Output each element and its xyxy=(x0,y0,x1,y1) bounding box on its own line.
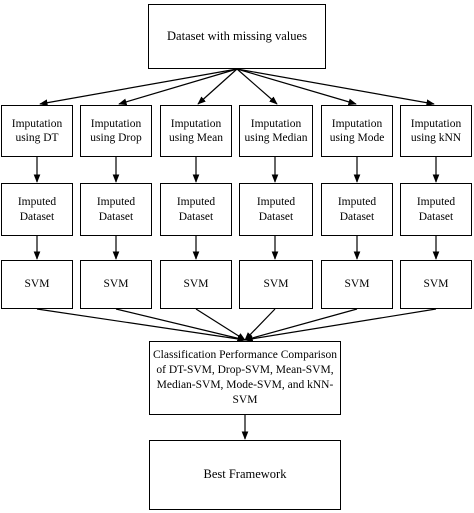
svm-median-box: SVM xyxy=(239,260,313,309)
imputed-dataset-mode-box: Imputed Dataset xyxy=(321,183,393,236)
dataset-missing-values-box: Dataset with missing values xyxy=(148,4,326,69)
arrow-svm-dt-to-compare xyxy=(36,308,246,343)
imputation-dt-box: Imputation using DT xyxy=(1,105,73,157)
arrow-top-to-knn xyxy=(236,68,435,106)
imputation-knn-box: Imputation using kNN xyxy=(400,105,472,157)
imputation-knn-label: Imputation using kNN xyxy=(410,117,462,144)
svm-knn-box: SVM xyxy=(400,260,472,309)
svm-median-label: SVM xyxy=(263,278,289,291)
svm-drop-box: SVM xyxy=(80,260,152,309)
svm-mode-label: SVM xyxy=(344,278,370,291)
imputed-dataset-drop-label: Imputed Dataset xyxy=(96,196,136,223)
imputed-dataset-knn-box: Imputed Dataset xyxy=(400,183,472,236)
arrow-top-to-mode xyxy=(236,68,357,106)
imputation-drop-label: Imputation using Drop xyxy=(90,117,142,144)
imputation-median-box: Imputation using Median xyxy=(239,105,313,157)
imputation-drop-box: Imputation using Drop xyxy=(80,105,152,157)
performance-comparison-box: Classification Performance Comparison of… xyxy=(149,341,341,415)
arrow-svm-knn-to-compare xyxy=(244,308,437,343)
imputation-dt-label: Imputation using DT xyxy=(11,117,63,144)
arrow-svm-mode-to-compare xyxy=(244,308,358,342)
imputed-dataset-mean-box: Imputed Dataset xyxy=(160,183,232,236)
svm-mode-box: SVM xyxy=(321,260,393,309)
svm-dt-label: SVM xyxy=(24,278,50,291)
svm-drop-label: SVM xyxy=(103,278,129,291)
imputed-dataset-mode-label: Imputed Dataset xyxy=(337,196,377,223)
svm-mean-label: SVM xyxy=(183,278,209,291)
performance-comparison-label: Classification Performance Comparison of… xyxy=(153,349,337,406)
best-framework-box: Best Framework xyxy=(149,440,341,510)
imputed-dataset-mean-label: Imputed Dataset xyxy=(176,196,216,223)
imputation-mean-box: Imputation using Mean xyxy=(160,105,232,157)
arrow-top-to-drop xyxy=(118,68,238,106)
imputed-dataset-median-box: Imputed Dataset xyxy=(239,183,313,236)
imputed-dataset-median-label: Imputed Dataset xyxy=(256,196,296,223)
imputation-mode-box: Imputation using Mode xyxy=(321,105,393,157)
imputation-median-label: Imputation using Median xyxy=(244,117,308,144)
arrow-top-to-dt xyxy=(39,68,238,106)
arrow-top-to-mean xyxy=(197,68,238,105)
imputed-dataset-drop-box: Imputed Dataset xyxy=(80,183,152,236)
arrow-svm-mean-to-compare xyxy=(195,308,246,341)
svm-mean-box: SVM xyxy=(160,260,232,309)
arrow-svm-drop-to-compare xyxy=(115,308,246,342)
dataset-missing-values-label: Dataset with missing values xyxy=(167,28,307,43)
imputation-mode-label: Imputation using Mode xyxy=(329,117,385,144)
imputed-dataset-knn-label: Imputed Dataset xyxy=(416,196,456,223)
svm-dt-box: SVM xyxy=(1,260,73,309)
imputed-dataset-dt-box: Imputed Dataset xyxy=(1,183,73,236)
best-framework-label: Best Framework xyxy=(203,467,287,482)
svm-knn-label: SVM xyxy=(423,278,449,291)
imputation-mean-label: Imputation using Mean xyxy=(169,117,223,144)
imputed-dataset-dt-label: Imputed Dataset xyxy=(17,196,57,223)
arrow-top-to-median xyxy=(236,68,278,105)
